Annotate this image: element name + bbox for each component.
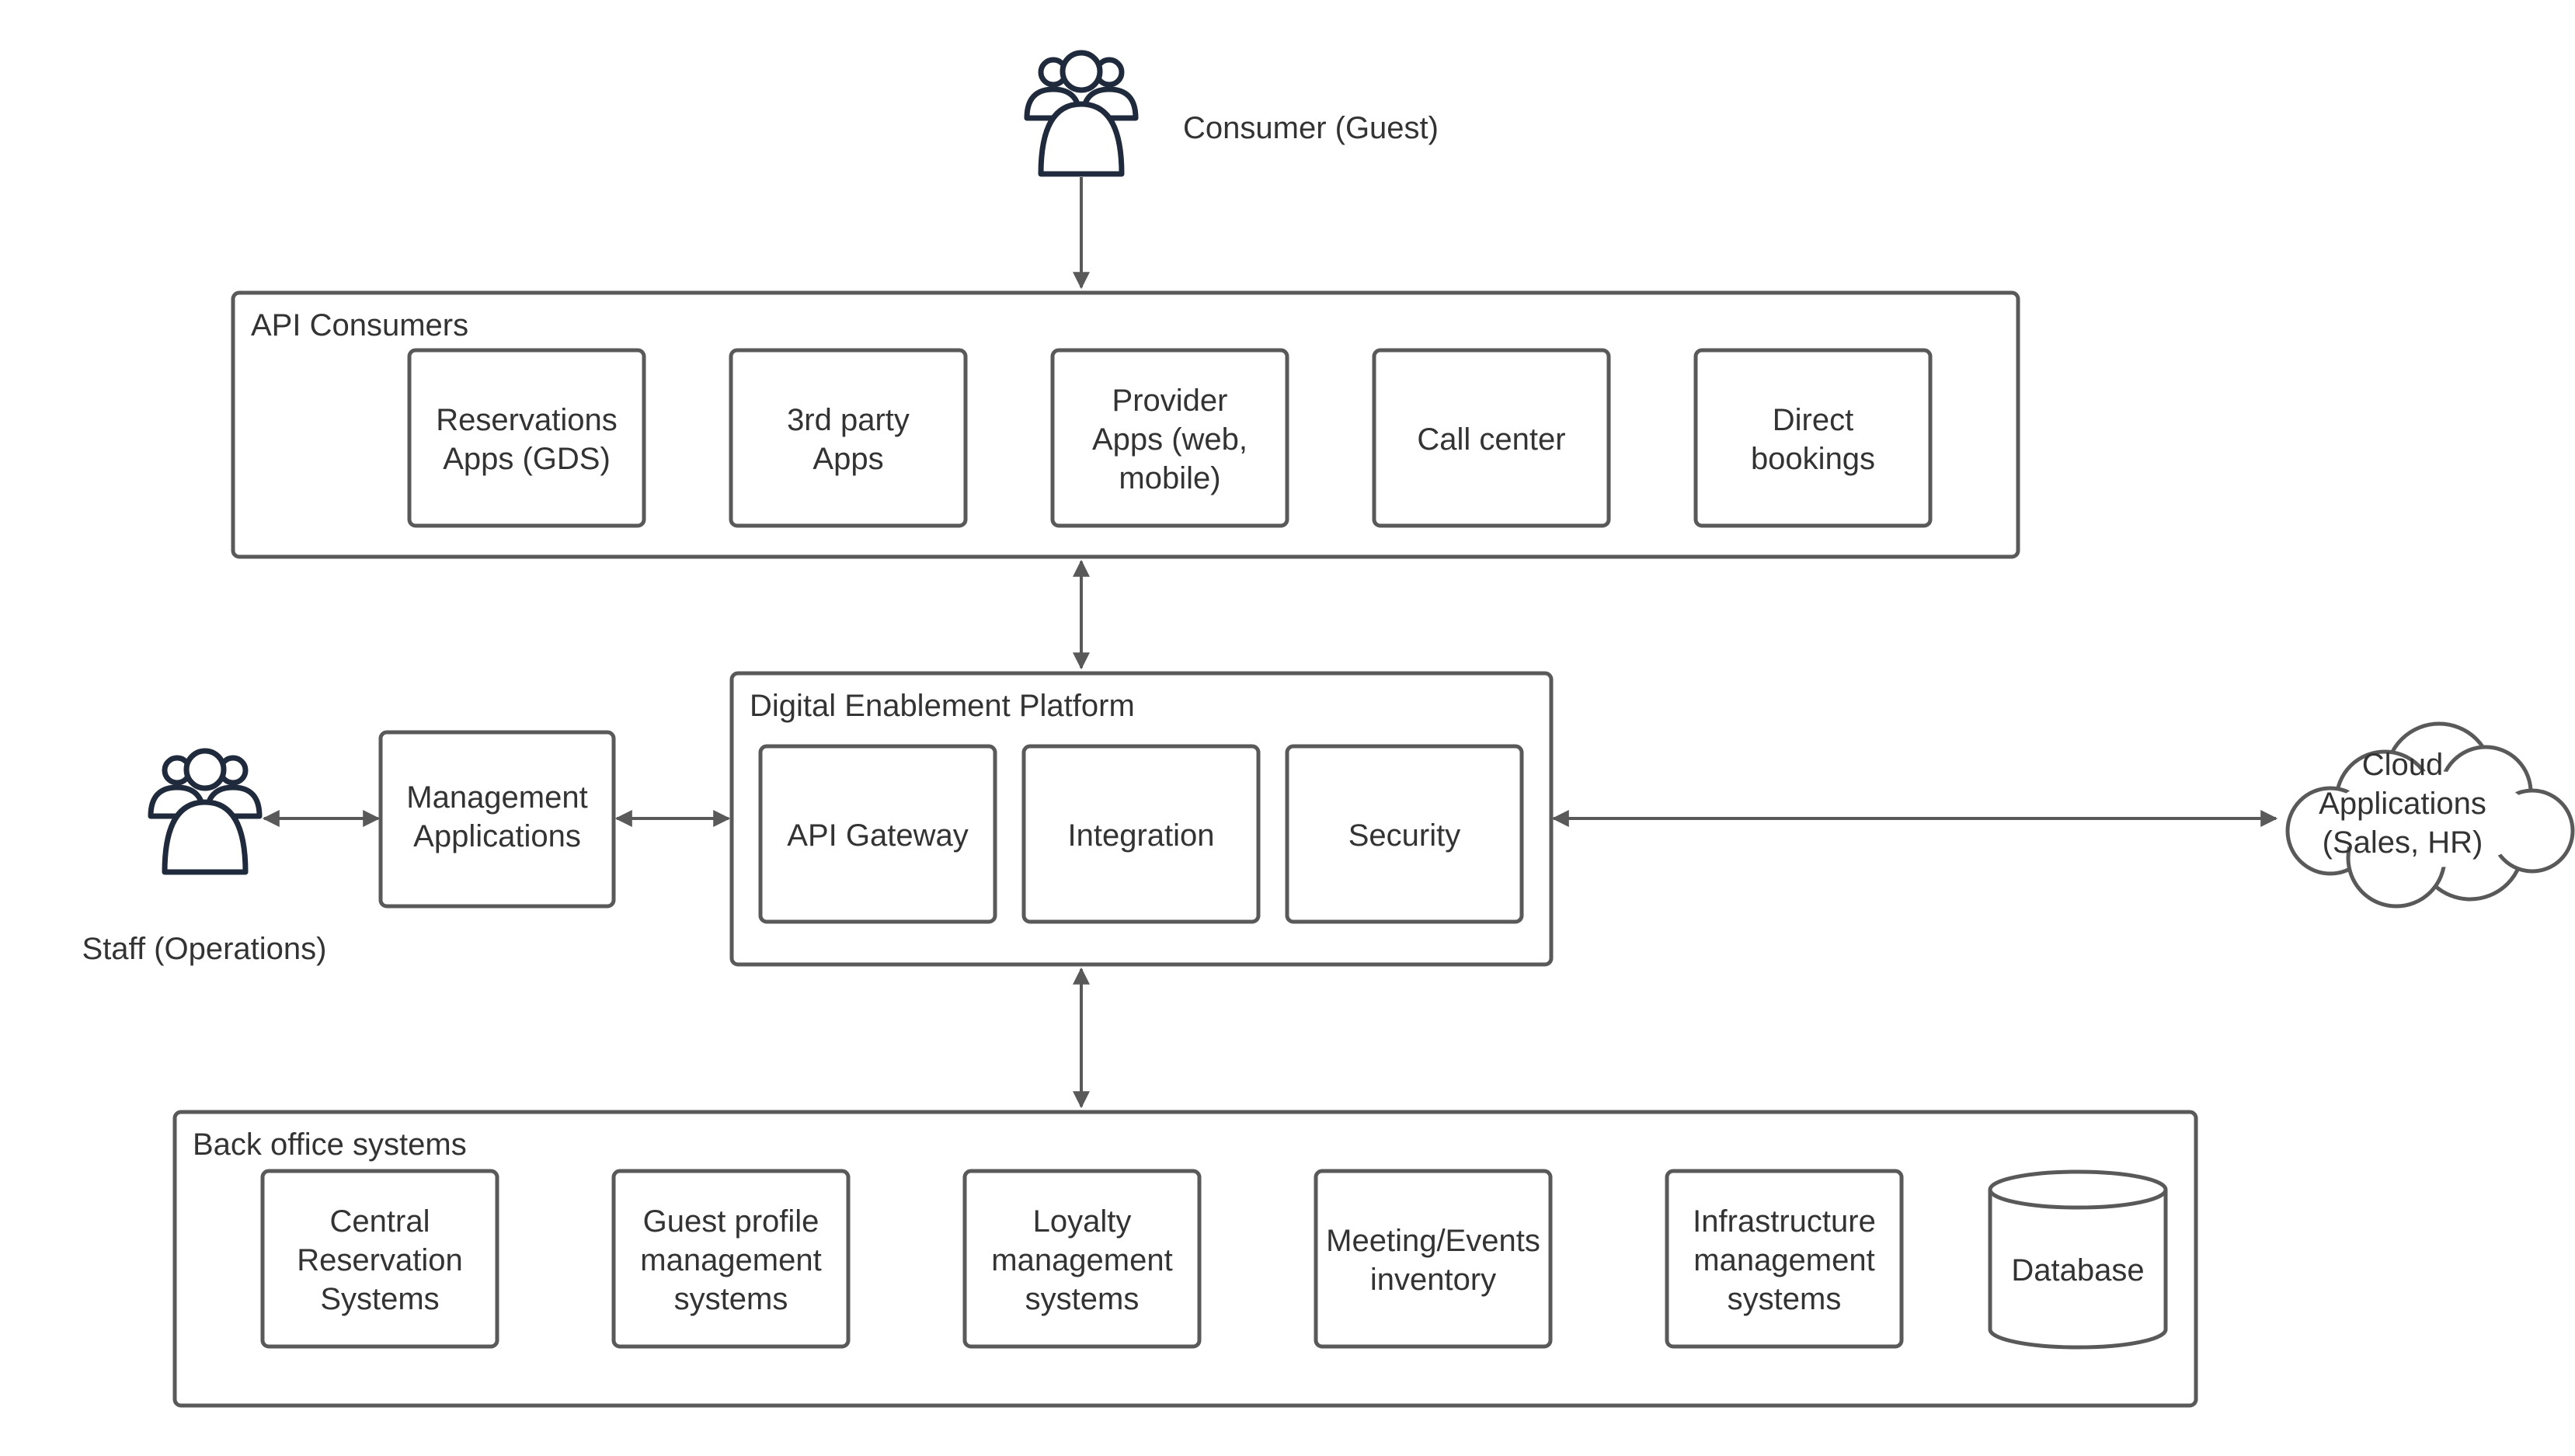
integration: Integration — [1021, 744, 1261, 924]
infrastructure-box — [1665, 1169, 1904, 1349]
guest-profile-label-line: systems — [674, 1282, 788, 1316]
direct-bookings-label-line: bookings — [1751, 442, 1875, 476]
loyalty-label-line: management — [991, 1243, 1172, 1277]
central-reservation-label-line: Reservation — [297, 1243, 462, 1277]
integration-label: Integration — [1067, 818, 1214, 853]
api-gateway-label-line: API Gateway — [787, 818, 968, 853]
direct-bookings-label-line: Direct — [1773, 403, 1853, 437]
reservations-apps-label-line: Apps (GDS) — [443, 442, 611, 476]
users-icon — [148, 748, 263, 875]
loyalty-label-line: systems — [1025, 1282, 1140, 1316]
loyalty-box — [962, 1169, 1202, 1349]
central-reservation-box — [260, 1169, 499, 1349]
guest-profile-label-line: Guest profile — [643, 1204, 819, 1239]
direct-bookings-label: Direct bookings — [1751, 403, 1875, 476]
security-label: Security — [1348, 818, 1461, 853]
loyalty-label-line: Loyalty — [1033, 1204, 1132, 1239]
integration-label-line: Integration — [1067, 818, 1214, 853]
management-applications-box — [378, 730, 616, 909]
guest-profile-label-line: management — [640, 1243, 821, 1277]
provider-apps-label-line: Provider — [1112, 384, 1228, 418]
security-box — [1285, 744, 1524, 924]
cloud-applications-label-line: Applications — [2319, 787, 2486, 821]
loyalty: Loyalty management systems — [962, 1169, 1202, 1349]
direct-bookings: Direct bookings — [1693, 348, 1933, 528]
meeting-events-label: Meeting/Events inventory — [1326, 1224, 1540, 1297]
infrastructure-label-line: systems — [1728, 1282, 1842, 1316]
infrastructure-label-line: Infrastructure — [1693, 1204, 1876, 1239]
security-label-line: Security — [1348, 818, 1461, 853]
third-party-apps-box — [729, 348, 968, 528]
consumer-label: Consumer (Guest) — [1183, 111, 1439, 145]
guest-profile: Guest profile management systems — [611, 1169, 851, 1349]
security: Security — [1285, 744, 1524, 924]
database: Database — [1988, 1169, 2168, 1350]
api-gateway-box — [758, 744, 997, 924]
meeting-events: Meeting/Events inventory — [1314, 1169, 1553, 1349]
infrastructure-label-line: management — [1693, 1243, 1874, 1277]
provider-apps-label-line: Apps (web, — [1092, 422, 1247, 457]
provider-apps-label-line: mobile) — [1119, 461, 1220, 495]
platform-title: Digital Enablement Platform — [750, 689, 1135, 723]
meeting-events-label-line: inventory — [1370, 1263, 1496, 1297]
central-reservation-label-line: Central — [330, 1204, 430, 1239]
management-applications-label-line: Applications — [413, 819, 581, 853]
platform-group: Digital Enablement Platform API Gateway I… — [729, 671, 1554, 967]
infrastructure: Infrastructure management systems — [1665, 1169, 1904, 1349]
reservations-apps-box — [407, 348, 646, 528]
cloud-icon — [2285, 721, 2575, 909]
third-party-apps-label-line: Apps — [813, 442, 883, 476]
api-consumers-title: API Consumers — [251, 308, 468, 342]
staff-label: Staff (Operations) — [82, 932, 327, 966]
guest-profile-box — [611, 1169, 851, 1349]
database-icon — [1988, 1190, 2168, 1350]
api-gateway: API Gateway — [758, 744, 997, 924]
guest-profile-label: Guest profile management systems — [640, 1204, 821, 1316]
consumer-actor: Consumer (Guest) — [1024, 50, 1439, 177]
users-icon — [1024, 50, 1139, 177]
database-label: Database — [2011, 1253, 2144, 1287]
reservations-apps-label-line: Reservations — [436, 403, 617, 437]
api-gateway-label: API Gateway — [787, 818, 968, 853]
database-top — [1988, 1169, 2168, 1210]
call-center-label-line: Call center — [1417, 422, 1565, 457]
meeting-events-label-line: Meeting/Events — [1326, 1224, 1540, 1258]
back-office-title: Back office systems — [193, 1128, 467, 1162]
integration-box — [1021, 744, 1261, 924]
third-party-apps-label-line: 3rd party — [787, 403, 910, 437]
loyalty-label: Loyalty management systems — [991, 1204, 1172, 1316]
call-center-box — [1372, 348, 1611, 528]
direct-bookings-box — [1693, 348, 1933, 528]
call-center: Call center — [1372, 348, 1611, 528]
cloud-applications-label-line: Cloud — [2362, 748, 2444, 782]
central-reservation-label-line: Systems — [320, 1282, 439, 1316]
call-center-label: Call center — [1417, 422, 1565, 457]
staff-actor: Staff (Operations) — [82, 748, 327, 966]
infrastructure-label: Infrastructure management systems — [1693, 1204, 1876, 1316]
management-applications-label-line: Management — [406, 780, 587, 815]
database-label-line: Database — [2011, 1253, 2144, 1287]
provider-apps-box — [1050, 348, 1289, 528]
meeting-events-box — [1314, 1169, 1553, 1349]
cloud-applications-label-line: (Sales, HR) — [2323, 825, 2483, 860]
